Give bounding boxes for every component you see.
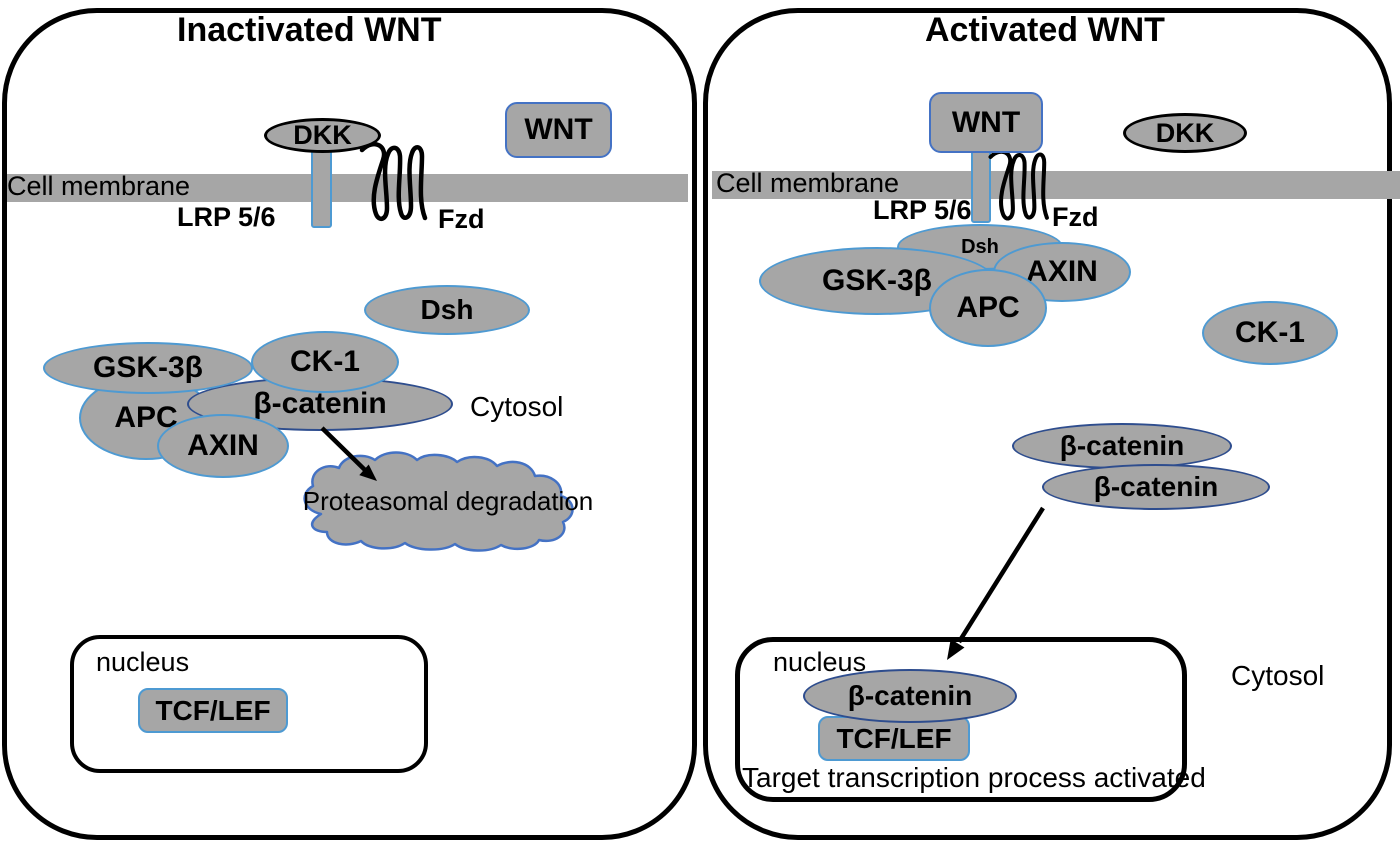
lrp-label-right: LRP 5/6 <box>873 195 972 225</box>
axin-protein-left: AXIN <box>157 414 289 478</box>
wnt-ligand-right: WNT <box>929 92 1043 153</box>
beta-catenin-nucleus: β-catenin <box>803 669 1017 723</box>
fzd-receptor-coil-left <box>359 141 428 222</box>
cell-outline-inactivated <box>2 8 697 840</box>
beta-catenin-upper: β-catenin <box>1012 423 1232 469</box>
panel-title-activated: Activated WNT <box>925 11 1165 49</box>
cytosol-label-right: Cytosol <box>1231 660 1325 691</box>
panel-title-inactivated: Inactivated WNT <box>177 11 442 49</box>
proteasomal-degradation-label: Proteasomal degradation <box>302 486 594 516</box>
translocation-arrow <box>947 506 1045 660</box>
cell-membrane-label-left: Cell membrane <box>7 171 191 201</box>
cell-membrane-band-right <box>712 171 1400 199</box>
cell-membrane-band-left <box>7 174 688 202</box>
tcf-lef-right: TCF/LEF <box>818 716 970 761</box>
cell-outline-activated <box>703 8 1392 840</box>
ck1-protein-left: CK-1 <box>251 331 399 393</box>
nucleus-label-right: nucleus <box>773 647 867 677</box>
cytosol-label-left: Cytosol <box>470 391 564 422</box>
fzd-receptor-coil-right <box>988 149 1049 221</box>
dsh-protein-left: Dsh <box>364 285 530 335</box>
apc-protein-right: APC <box>929 269 1047 347</box>
target-transcription-label: Target transcription process activated <box>742 762 1206 793</box>
fzd-label-left: Fzd <box>438 204 485 234</box>
cell-membrane-label-right: Cell membrane <box>716 168 900 198</box>
nucleus-label-left: nucleus <box>96 647 190 677</box>
dkk-protein-left: DKK <box>264 118 381 153</box>
ck1-protein-right: CK-1 <box>1202 301 1338 365</box>
degradation-arrow <box>320 426 377 481</box>
gsk3b-protein-left: GSK-3β <box>43 342 253 394</box>
dkk-protein-right: DKK <box>1123 113 1247 153</box>
lrp-receptor-left <box>311 146 332 228</box>
lrp-label-left: LRP 5/6 <box>177 202 276 232</box>
fzd-label-right: Fzd <box>1052 202 1099 232</box>
beta-catenin-lower: β-catenin <box>1042 464 1270 510</box>
tcf-lef-left: TCF/LEF <box>138 688 288 733</box>
wnt-ligand-left: WNT <box>505 102 612 158</box>
